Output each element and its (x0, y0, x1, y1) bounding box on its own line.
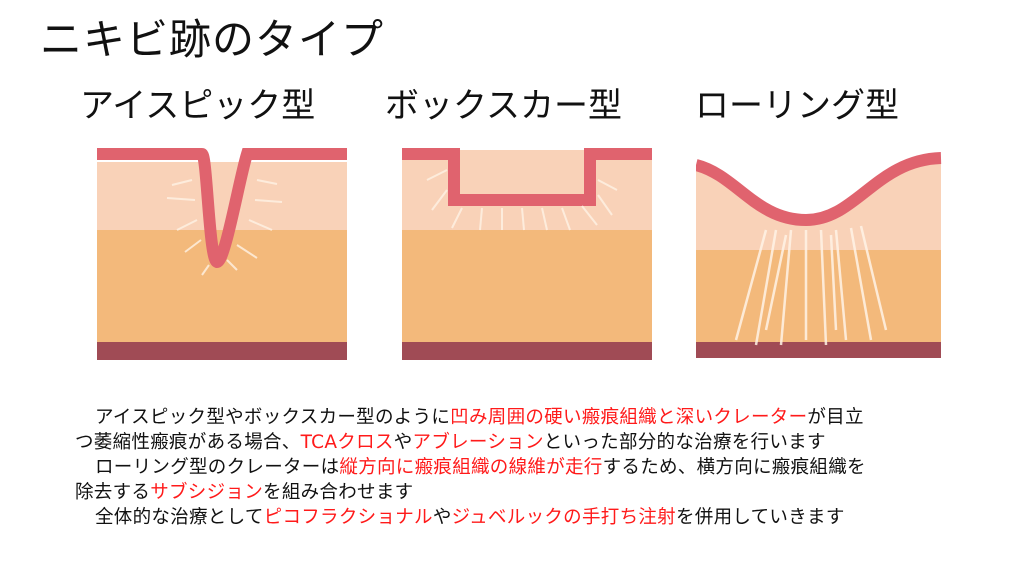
boxcar-scar-illustration (402, 148, 652, 360)
text: といった部分的な治療を行います (543, 432, 826, 453)
text: が目立 (807, 407, 864, 428)
page-title: ニキビ跡のタイプ (40, 15, 385, 64)
text: つ萎縮性瘢痕がある場合、 (75, 432, 301, 453)
highlight-text: 縦方向に瘢痕組織の線維が走行 (339, 457, 603, 478)
text: を組み合わせます (263, 482, 414, 503)
icepick-scar-illustration (97, 148, 347, 360)
text: や (393, 432, 413, 453)
text: を併用していきます (675, 507, 845, 528)
text: するため、横方向に瘢痕組織を (602, 457, 866, 478)
body-line-5: 全体的な治療としてピコフラクショナルやジュベルックの手打ち注射を併用していきます (95, 506, 845, 530)
highlight-text: TCAクロス (300, 432, 394, 453)
body-line-3: ローリング型のクレーターは縦方向に瘢痕組織の線維が走行するため、横方向に瘢痕組織… (95, 456, 866, 480)
type-label-boxcar: ボックスカー型 (385, 86, 622, 126)
highlight-text: アブレーション (412, 432, 544, 453)
highlight-text: サブシジョン (150, 482, 264, 503)
text: 全体的な治療として (95, 507, 264, 528)
text: アイスピック型やボックスカー型のように (95, 407, 451, 428)
type-label-rolling: ローリング型 (695, 86, 899, 126)
body-line-4: 除去するサブシジョンを組み合わせます (75, 481, 413, 505)
text: 除去する (75, 482, 151, 503)
rolling-scar-illustration (696, 152, 942, 358)
body-line-2: つ萎縮性瘢痕がある場合、TCAクロスやアブレーションといった部分的な治療を行いま… (75, 431, 826, 455)
highlight-text: ジュベルックの手打ち注射 (451, 507, 676, 528)
text: や (432, 507, 452, 528)
text: ローリング型のクレーターは (95, 457, 340, 478)
highlight-text: 凹み周囲の硬い瘢痕組織と深いクレーター (450, 407, 808, 428)
body-line-1: アイスピック型やボックスカー型のように凹み周囲の硬い瘢痕組織と深いクレーターが目… (95, 406, 864, 430)
type-label-icepick: アイスピック型 (80, 86, 316, 126)
highlight-text: ピコフラクショナル (263, 507, 433, 528)
